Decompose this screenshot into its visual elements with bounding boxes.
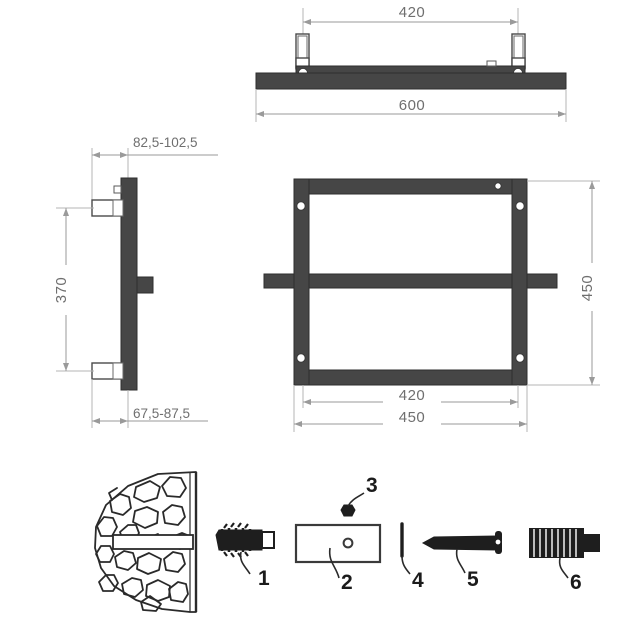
mounting-hardware-legend: 1 2 3 4 [94,471,600,613]
front-view-posts [293,178,528,386]
threaded-sleeve-icon [529,528,600,558]
part-5-screw: 5 [421,531,502,591]
dimension-side-lower-offset: 67,5-87,5 [91,379,208,428]
side-view-upper-bracket [91,185,124,217]
dimension-label-side-height: 370 [53,277,70,304]
side-view: 82,5-102,5 370 [53,135,218,428]
dimension-side-upper-offset: 82,5-102,5 [91,135,218,205]
dimension-side-height: 370 [53,207,94,372]
part-2-bracket-plate: 2 [294,523,382,594]
dimension-front-height: 450 [527,180,602,386]
dimension-label-top-inner: 420 [399,4,426,21]
dimension-label-top-outer: 600 [399,97,426,114]
dimension-label-front-height: 450 [579,275,596,302]
dimension-label-front-inner-width: 420 [399,387,426,404]
dimension-label-side-upper-offset: 82,5-102,5 [133,135,198,150]
dimension-top-outer: 600 [255,89,567,122]
part-4-pin-rod: 4 [400,522,424,592]
dimension-front-outer-width: 450 [293,385,528,432]
dimension-label-front-outer-width: 450 [399,409,426,426]
part-number-6: 6 [570,571,582,594]
front-view: 450 420 450 [263,178,602,432]
mounting-bracket-plate-icon [294,523,382,564]
part-3-hex-cap-nut: 3 [340,474,378,517]
side-view-middle-stub [136,276,154,294]
front-view-mid-rail [263,273,558,289]
part-number-3: 3 [366,474,378,497]
part-6-threaded-sleeve: 6 [529,528,600,594]
part-number-4: 4 [412,569,424,592]
top-view-outer-rail [255,72,567,90]
part-number-2: 2 [341,571,353,594]
part-number-5: 5 [467,568,479,591]
part-number-1: 1 [258,567,270,590]
side-view-lower-bracket [91,362,124,380]
hex-cap-nut-icon [340,504,356,517]
wall-plug-icon [215,522,275,558]
part-1-wall-plug: 1 [215,522,275,590]
top-view: 420 600 [255,4,567,122]
dimension-label-side-lower-offset: 67,5-87,5 [133,406,190,421]
front-view-mounting-holes [296,182,525,363]
dimension-front-inner-width: 420 [302,385,519,408]
dimension-top-inner: 420 [302,4,519,46]
screw-icon [421,531,502,554]
wall-section-illustration [94,471,198,613]
